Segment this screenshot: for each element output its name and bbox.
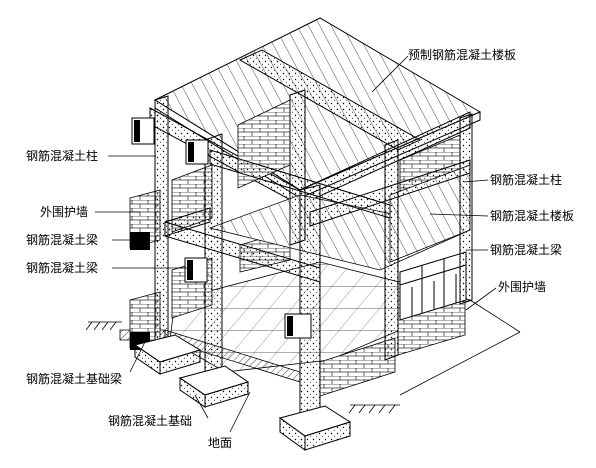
label-beam-left-2: 钢筋混凝土梁	[26, 261, 99, 275]
label-column-left: 钢筋混凝土柱	[26, 149, 99, 163]
label-beam-left-1: 钢筋混凝土梁	[26, 233, 99, 247]
ground-hatching	[85, 299, 521, 414]
label-precast-floor-slab: 预制钢筋混凝土楼板	[408, 48, 517, 62]
label-ground: 地面	[208, 436, 233, 450]
label-foundation-beam: 钢筋混凝土基础梁	[26, 372, 123, 386]
label-beam-right: 钢筋混凝土梁	[490, 243, 563, 257]
foundations	[133, 334, 352, 451]
columns	[154, 89, 473, 419]
label-exterior-wall-right: 外围护墙	[498, 280, 547, 294]
leader-lines	[95, 55, 497, 433]
label-exterior-wall-left: 外围护墙	[40, 205, 89, 219]
label-floor-slab-right: 钢筋混凝土楼板	[490, 209, 575, 223]
label-foundation: 钢筋混凝土基础	[108, 414, 193, 428]
label-column-right: 钢筋混凝土柱	[490, 173, 563, 187]
beam-ends	[130, 117, 312, 350]
